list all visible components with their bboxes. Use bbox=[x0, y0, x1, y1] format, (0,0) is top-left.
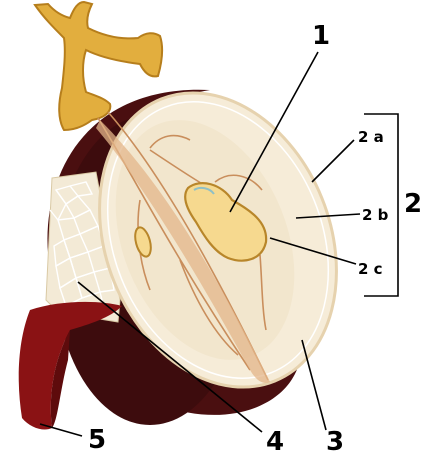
label-2b: 2 b bbox=[362, 206, 389, 224]
label-3: 3 bbox=[326, 427, 344, 457]
leader-2a bbox=[312, 140, 354, 182]
leader-3 bbox=[302, 340, 326, 430]
label-2c: 2 c bbox=[358, 260, 383, 278]
label-2: 2 bbox=[404, 189, 422, 219]
label-5: 5 bbox=[88, 425, 106, 455]
label-4: 4 bbox=[266, 427, 284, 457]
label-2a: 2 a bbox=[358, 128, 384, 146]
label-1: 1 bbox=[312, 21, 330, 51]
leader-5 bbox=[40, 424, 82, 436]
